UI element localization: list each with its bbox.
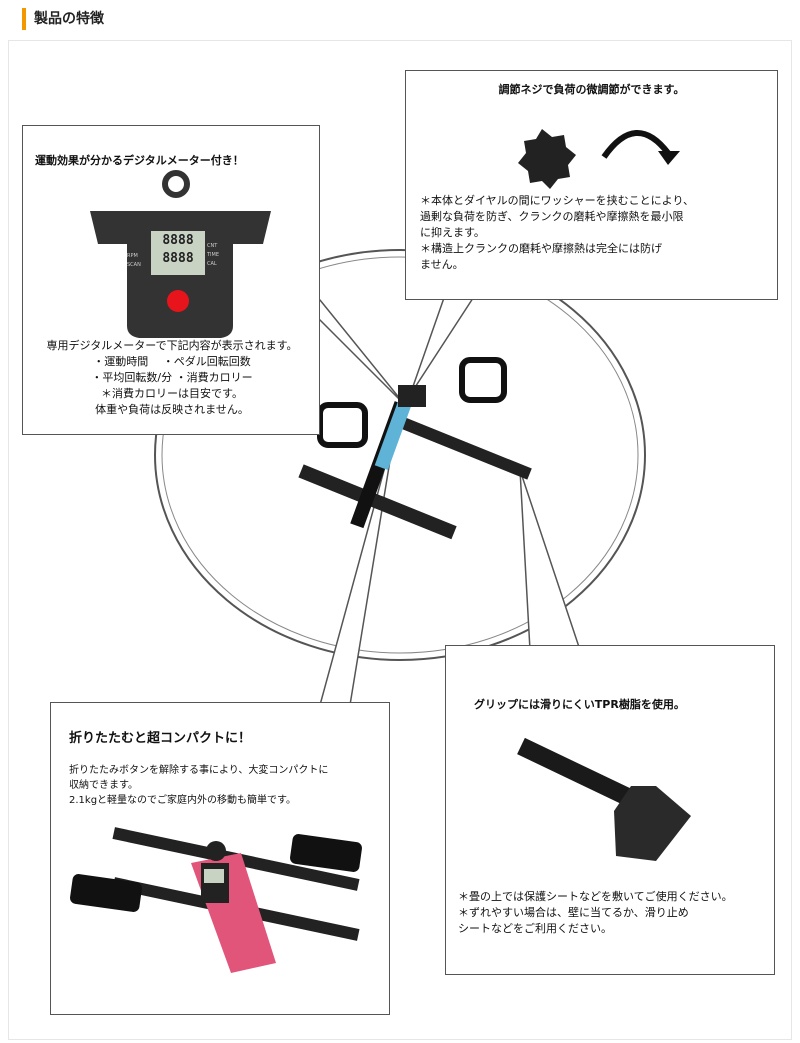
meter-title: 運動効果が分かるデジタルメーター付き！ (35, 154, 244, 167)
digital-meter-image (90, 170, 271, 338)
callout-pointer-grip (519, 469, 582, 651)
meter-display: 8888 8888 (162, 233, 194, 266)
pedal-exerciser-image (298, 357, 532, 540)
fold-feature-box: 折りたたむと超コンパクトに！ 折りたたみボタンを解除する事により、大変コンパクト… (50, 702, 390, 1015)
knob-description: ＊本体とダイヤルの間にワッシャーを挟むことにより、 過剰な負荷を防ぎ、クランクの… (420, 194, 695, 271)
knob-title: 調節ネジで負荷の微調節ができます。 (498, 83, 685, 96)
floor-circle (154, 249, 646, 661)
tpr-grip-image (517, 737, 691, 861)
clockwise-arrow-icon (658, 151, 680, 165)
meter-feature-box: 運動効果が分かるデジタルメーター付き！ 8888 8888 RPM SCAN C… (22, 125, 320, 435)
grip-title: グリップには滑りにくいTPR樹脂を使用。 (474, 698, 685, 711)
meter-description: 専用デジタルメーターで下記内容が表示されます。 ・運動時間 ・ペダル回転回数 ・… (46, 339, 298, 416)
meter-labels-left: RPM SCAN (127, 253, 141, 268)
fold-title: 折りたたむと超コンパクトに！ (69, 731, 252, 746)
adjust-knob-image (518, 129, 680, 189)
fold-description: 折りたたみボタンを解除する事により、大変コンパクトに 収納できます。 2.1kg… (69, 765, 329, 806)
folded-exerciser-image (70, 827, 362, 973)
meter-labels-right: CNT TIME CAL (207, 243, 220, 267)
knob-feature-box: 調節ネジで負荷の微調節ができます。 ＊本体とダイヤルの間にワッシャーを挟むことに… (405, 70, 778, 300)
section-title: 製品の特徴 (22, 8, 104, 30)
grip-feature-box: グリップには滑りにくいTPR樹脂を使用。 ＊畳の上では保護シートなどを敷いてご使… (445, 645, 775, 975)
grip-description: ＊畳の上では保護シートなどを敷いてご使用ください。 ＊ずれやすい場合は、壁に当て… (458, 890, 733, 935)
feature-image-frame (8, 40, 792, 1040)
callout-pointer-knob (409, 294, 477, 396)
